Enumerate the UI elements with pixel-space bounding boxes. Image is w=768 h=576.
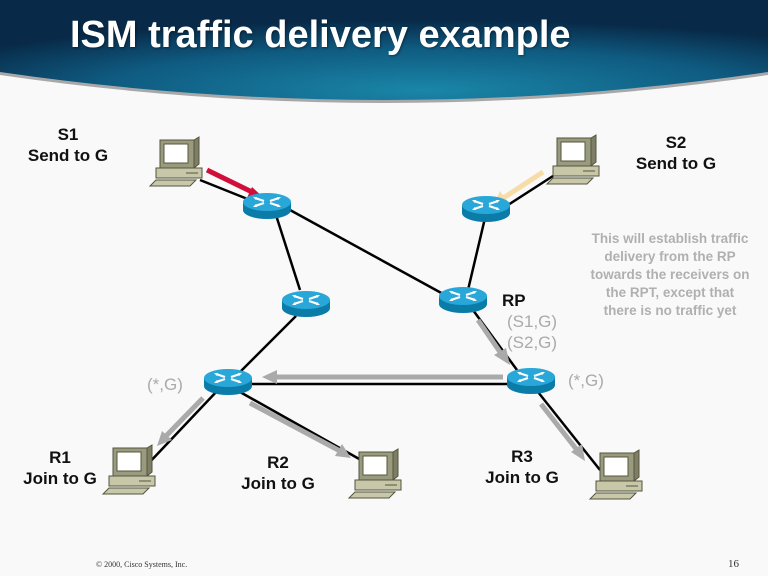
s1-computer-icon bbox=[149, 136, 203, 187]
s2-label: S2 Send to G bbox=[624, 132, 728, 174]
rp-state-s1g: (S1,G) bbox=[507, 312, 558, 331]
page-number: 16 bbox=[728, 558, 739, 570]
copyright: © 2000, Cisco Systems, Inc. bbox=[96, 560, 188, 569]
link-rd-r1 bbox=[146, 389, 219, 466]
left-state-star-g: (*,G) bbox=[147, 375, 183, 394]
router-a-icon bbox=[241, 191, 293, 221]
router-e-icon bbox=[505, 366, 557, 396]
link-ra-rc bbox=[273, 211, 302, 291]
s1-name: S1 bbox=[57, 125, 79, 144]
links bbox=[146, 174, 601, 471]
r1-action: Join to G bbox=[23, 469, 97, 488]
link-s1-ra bbox=[199, 178, 251, 202]
link-re-r3 bbox=[537, 391, 601, 471]
right-state-star-g: (*,G) bbox=[568, 371, 604, 390]
r3-name: R3 bbox=[511, 447, 533, 466]
s1-action: Send to G bbox=[27, 146, 109, 165]
router-b-icon bbox=[460, 194, 512, 224]
rp-router-icon bbox=[437, 285, 489, 315]
router-c-icon bbox=[280, 289, 332, 319]
explanation-note: This will establish traffic delivery fro… bbox=[590, 231, 750, 318]
s2-name: S2 bbox=[665, 133, 687, 152]
re-to-r3-arrow bbox=[539, 402, 585, 461]
r3-label: R3 Join to G bbox=[470, 446, 574, 488]
s1-label: S1 Send to G bbox=[16, 124, 120, 166]
r2-action: Join to G bbox=[241, 474, 315, 493]
s2-computer-icon bbox=[546, 134, 600, 185]
s2-action: Send to G bbox=[635, 154, 717, 173]
link-rp-re bbox=[468, 305, 519, 371]
r1-name: R1 bbox=[49, 448, 71, 467]
rd-to-r1-arrow bbox=[157, 396, 205, 446]
rp-label: RP bbox=[502, 291, 526, 310]
re-to-rd-arrow bbox=[262, 370, 503, 384]
r3-computer-icon bbox=[589, 449, 643, 500]
link-s2-rb bbox=[507, 174, 554, 207]
rp-state-s2g: (S2,G) bbox=[507, 333, 558, 352]
r2-name: R2 bbox=[267, 453, 289, 472]
r3-action: Join to G bbox=[485, 468, 559, 487]
link-rb-rp bbox=[466, 217, 487, 291]
r1-label: R1 Join to G bbox=[8, 447, 112, 489]
link-ra-rp bbox=[289, 208, 446, 297]
link-rc-rd bbox=[239, 315, 297, 373]
r2-label: R2 Join to G bbox=[226, 452, 330, 494]
title-banner bbox=[0, 0, 768, 103]
rd-to-r2-arrow bbox=[248, 400, 351, 458]
rp-to-re-arrow bbox=[475, 318, 510, 365]
router-d-icon bbox=[202, 367, 254, 397]
page-title: ISM traffic delivery example bbox=[70, 14, 571, 56]
